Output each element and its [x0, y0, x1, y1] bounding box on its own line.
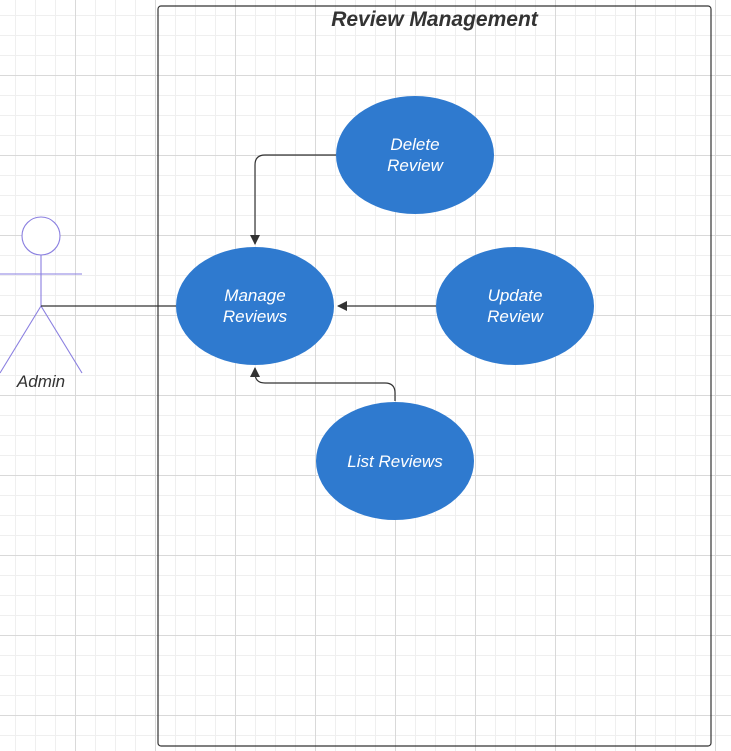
actor-admin-label: Admin [16, 372, 66, 391]
connector-list-to-manage[interactable] [250, 367, 396, 401]
use-case-list-reviews[interactable] [316, 402, 474, 520]
actor-left-leg [0, 305, 42, 374]
connector-delete-to-manage[interactable] [250, 154, 336, 245]
use-case-delete-review[interactable] [336, 96, 494, 214]
actor-right-leg [40, 305, 83, 374]
use-case-manage-reviews-label: Manage Reviews [222, 286, 288, 326]
actor-admin[interactable] [0, 216, 83, 374]
use-case-update-review-label: Update Review [487, 286, 543, 326]
use-case-delete-review-label: Delete Review [387, 135, 443, 175]
system-boundary[interactable] [157, 5, 712, 747]
use-case-update-review[interactable] [436, 247, 594, 365]
system-title: Review Management [331, 8, 538, 31]
actor-head [21, 216, 61, 256]
use-case-manage-reviews[interactable] [176, 247, 334, 365]
use-case-list-reviews-label: List Reviews [347, 451, 443, 471]
